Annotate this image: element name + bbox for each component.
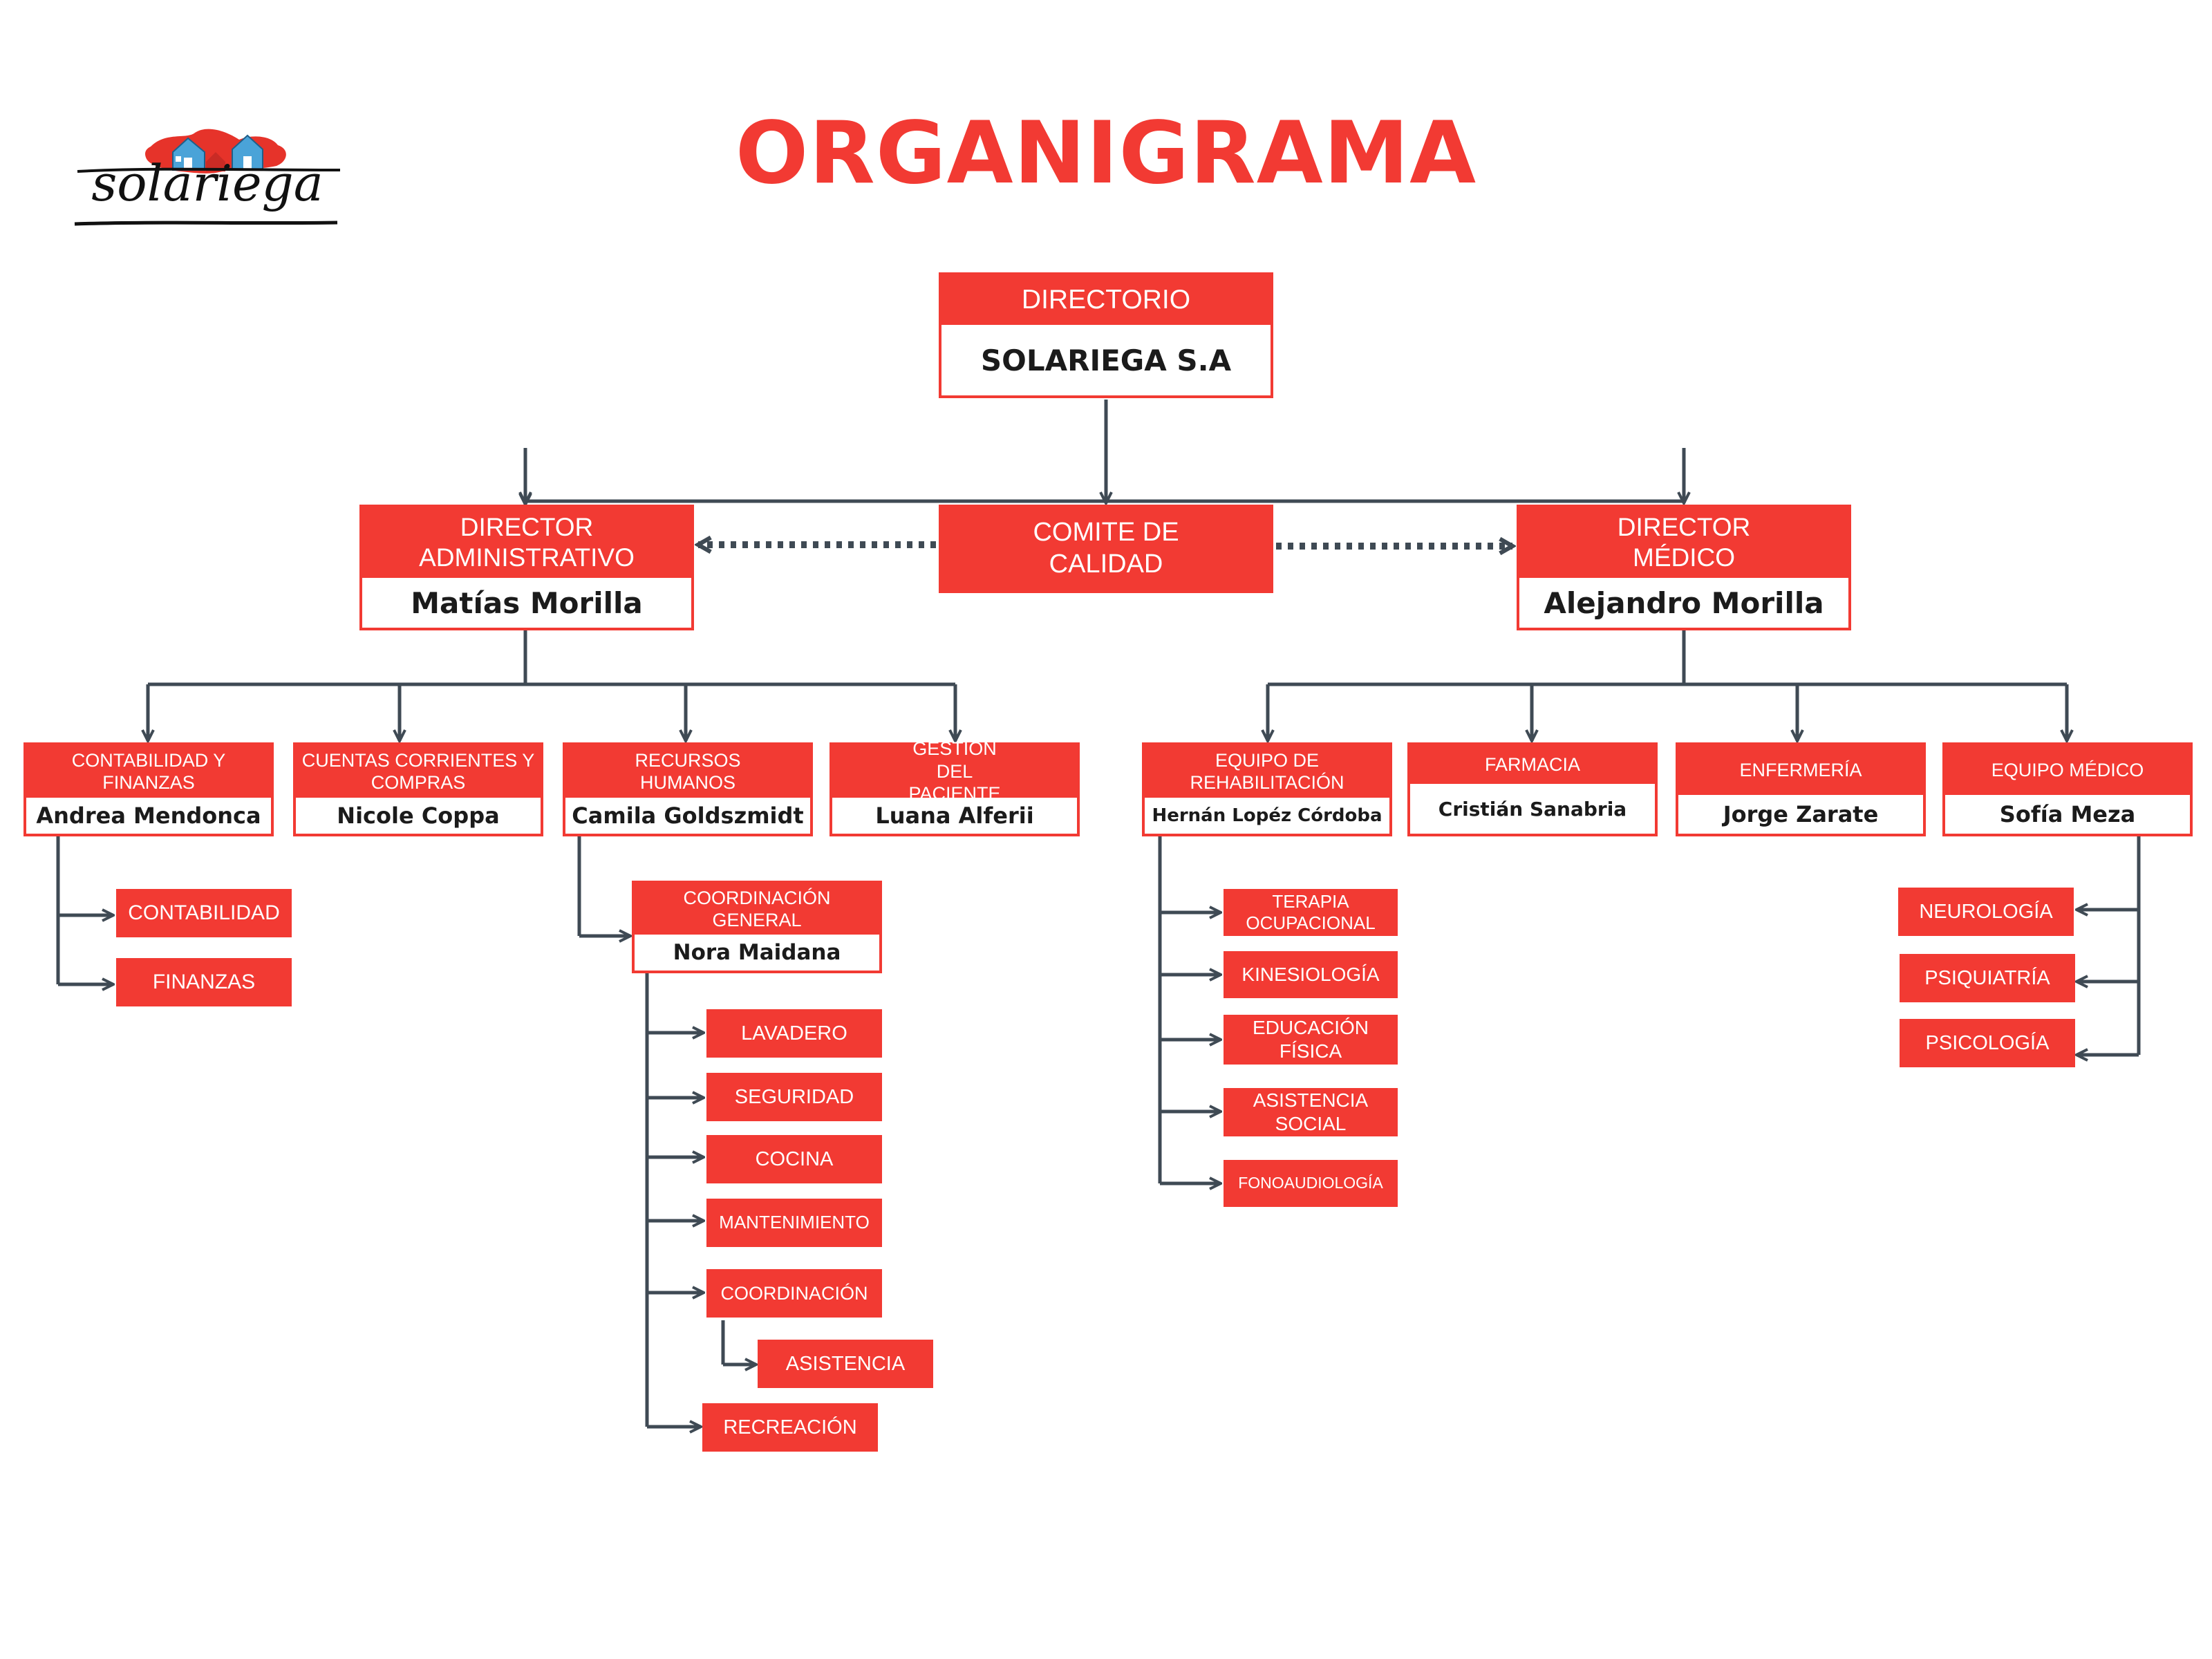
committee-box: COMITE DE CALIDAD bbox=[939, 505, 1273, 593]
box-name: Sofía Meza bbox=[1999, 801, 2136, 827]
unit-box: RECREACIÓN bbox=[702, 1403, 878, 1452]
page-title: ORGANIGRAMA bbox=[735, 104, 1477, 203]
box-header: RECURSOS HUMANOS bbox=[565, 745, 810, 798]
unit-box: FINANZAS bbox=[116, 958, 292, 1006]
unit-box: EDUCACIÓN FÍSICA bbox=[1224, 1015, 1398, 1065]
admin-area-box: CUENTAS CORRIENTES Y COMPRAS Nicole Copp… bbox=[293, 742, 543, 836]
box-name: Nora Maidana bbox=[673, 940, 841, 965]
medical-area-box: FARMACIA Cristián Sanabria bbox=[1407, 742, 1658, 836]
medical-area-box: EQUIPO MÉDICO Sofía Meza bbox=[1942, 742, 2193, 836]
box-name: Hernán Lopéz Córdoba bbox=[1152, 805, 1382, 826]
box-name: Jorge Zarate bbox=[1723, 801, 1879, 827]
box-header: EQUIPO DE REHABILITACIÓN bbox=[1145, 745, 1389, 798]
box-name: Nicole Coppa bbox=[337, 803, 500, 829]
directorio-box: DIRECTORIO SOLARIEGA S.A bbox=[939, 272, 1273, 398]
admin-director-box: DIRECTOR ADMINISTRATIVO Matías Morilla bbox=[359, 505, 694, 630]
unit-box: ASISTENCIA SOCIAL bbox=[1224, 1088, 1398, 1136]
unit-box: NEUROLOGÍA bbox=[1898, 888, 2074, 936]
solariega-logo: solariega bbox=[69, 104, 346, 242]
box-header: DIRECTORIO bbox=[941, 275, 1271, 325]
box-header: CUENTAS CORRIENTES Y COMPRAS bbox=[296, 745, 541, 798]
unit-box: ASISTENCIA bbox=[758, 1340, 933, 1388]
box-name: Cristián Sanabria bbox=[1438, 797, 1627, 821]
medical-area-box: EQUIPO DE REHABILITACIÓN Hernán Lopéz Có… bbox=[1142, 742, 1392, 836]
box-name: Camila Goldszmidt bbox=[572, 803, 804, 829]
unit-box: CONTABILIDAD bbox=[116, 889, 292, 937]
admin-area-box: GESTIÓN DEL PACIENTE Luana Alferii bbox=[830, 738, 1080, 836]
box-header: GESTIÓN DEL PACIENTE bbox=[832, 738, 1077, 804]
medical-area-box: ENFERMERÍA Jorge Zarate bbox=[1676, 742, 1926, 836]
unit-box: KINESIOLOGÍA bbox=[1224, 951, 1398, 998]
general-coordination-box: COORDINACIÓN GENERAL Nora Maidana bbox=[632, 881, 882, 973]
box-header: ENFERMERÍA bbox=[1678, 745, 1923, 795]
box-name: Andrea Mendonca bbox=[36, 803, 261, 829]
unit-box: FONOAUDIOLOGÍA bbox=[1224, 1160, 1398, 1207]
unit-box: PSIQUIATRÍA bbox=[1900, 954, 2075, 1002]
unit-box: SEGURIDAD bbox=[706, 1073, 882, 1121]
unit-box: PSICOLOGÍA bbox=[1900, 1019, 2075, 1067]
unit-box: TERAPIA OCUPACIONAL bbox=[1224, 889, 1398, 936]
box-name: SOLARIEGA S.A bbox=[980, 343, 1232, 377]
box-header: DIRECTOR ADMINISTRATIVO bbox=[362, 507, 691, 578]
medical-director-box: DIRECTOR MÉDICO Alejandro Morilla bbox=[1517, 505, 1851, 630]
box-header: COORDINACIÓN GENERAL bbox=[635, 883, 879, 935]
admin-area-box: RECURSOS HUMANOS Camila Goldszmidt bbox=[563, 742, 813, 836]
box-header: FARMACIA bbox=[1410, 745, 1655, 784]
unit-box: COCINA bbox=[706, 1135, 882, 1183]
box-name: Luana Alferii bbox=[875, 803, 1034, 829]
admin-area-box: CONTABILIDAD Y FINANZAS Andrea Mendonca bbox=[24, 742, 274, 836]
unit-box: MANTENIMIENTO bbox=[706, 1199, 882, 1247]
unit-box: LAVADERO bbox=[706, 1009, 882, 1058]
box-header: DIRECTOR MÉDICO bbox=[1519, 507, 1848, 578]
box-name: Alejandro Morilla bbox=[1544, 585, 1824, 620]
box-header: CONTABILIDAD Y FINANZAS bbox=[26, 745, 271, 798]
logo-wordmark: solariega bbox=[91, 154, 323, 212]
unit-box: COORDINACIÓN bbox=[706, 1269, 882, 1318]
box-header: EQUIPO MÉDICO bbox=[1945, 745, 2190, 795]
box-name: Matías Morilla bbox=[411, 585, 643, 620]
